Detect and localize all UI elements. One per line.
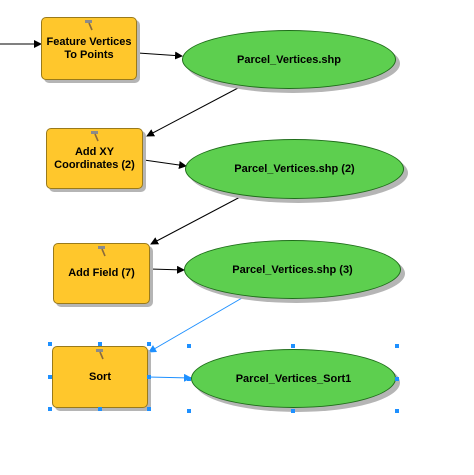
tool-label: Add Field (7)	[68, 267, 135, 279]
dataset-parcel-vertices-2[interactable]: Parcel_Vertices.shp (2)	[185, 139, 404, 199]
connector-parcel-vertices-2-to-add-field[interactable]	[150, 195, 243, 245]
tool-label: Sort	[89, 370, 111, 383]
dataset-label: Parcel_Vertices_Sort1	[235, 372, 352, 385]
connector-feature-vertices-to-parcel-vertices[interactable]	[137, 51, 183, 60]
selection-handle[interactable]	[98, 407, 102, 411]
connector-add-field-to-parcel-vertices-3[interactable]	[149, 265, 185, 274]
dataset-label: Parcel_Vertices.shp (2)	[234, 163, 355, 175]
selection-handle[interactable]	[187, 344, 191, 348]
selection-handle[interactable]	[147, 407, 151, 411]
connector-add-xy-to-parcel-vertices-2[interactable]	[143, 159, 187, 169]
tool-add-field-7[interactable]: Add Field (7)	[53, 243, 150, 304]
hammer-icon	[90, 131, 99, 142]
selection-handle[interactable]	[395, 344, 399, 348]
tool-label: Feature Vertices To Points	[46, 35, 132, 61]
tool-sort[interactable]: Sort	[52, 346, 148, 408]
connector-sort-to-parcel-vertices-sort1[interactable]	[147, 373, 192, 382]
connector-parcel-vertices-to-add-xy[interactable]	[146, 87, 239, 137]
tool-label: Add XY Coordinates (2)	[54, 145, 135, 171]
hammer-icon	[85, 20, 93, 31]
selection-handle[interactable]	[98, 342, 102, 346]
selection-handle[interactable]	[48, 375, 52, 379]
selection-handle[interactable]	[147, 375, 151, 379]
selection-handle[interactable]	[187, 409, 191, 413]
tool-add-xy-coordinates-2[interactable]: Add XY Coordinates (2)	[46, 128, 143, 189]
selection-handle[interactable]	[395, 409, 399, 413]
selection-handle[interactable]	[147, 342, 151, 346]
hammer-icon	[97, 246, 106, 257]
selection-handle[interactable]	[291, 344, 295, 348]
hammer-icon	[96, 349, 104, 360]
dataset-label: Parcel_Vertices.shp (3)	[232, 263, 353, 276]
dataset-parcel-vertices-3[interactable]: Parcel_Vertices.shp (3)	[184, 240, 401, 299]
dataset-parcel-vertices-sort1[interactable]: Parcel_Vertices_Sort1	[191, 349, 396, 408]
dataset-label: Parcel_Vertices.shp	[237, 53, 341, 66]
dataset-parcel-vertices[interactable]: Parcel_Vertices.shp	[182, 30, 396, 89]
selection-handle[interactable]	[48, 342, 52, 346]
selection-handle[interactable]	[395, 377, 399, 381]
selection-handle[interactable]	[48, 407, 52, 411]
tool-feature-vertices-to-points[interactable]: Feature Vertices To Points	[41, 17, 137, 80]
selection-handle[interactable]	[187, 377, 191, 381]
selection-handle[interactable]	[291, 409, 295, 413]
connector-parcel-vertices-3-to-sort[interactable]	[148, 297, 243, 353]
